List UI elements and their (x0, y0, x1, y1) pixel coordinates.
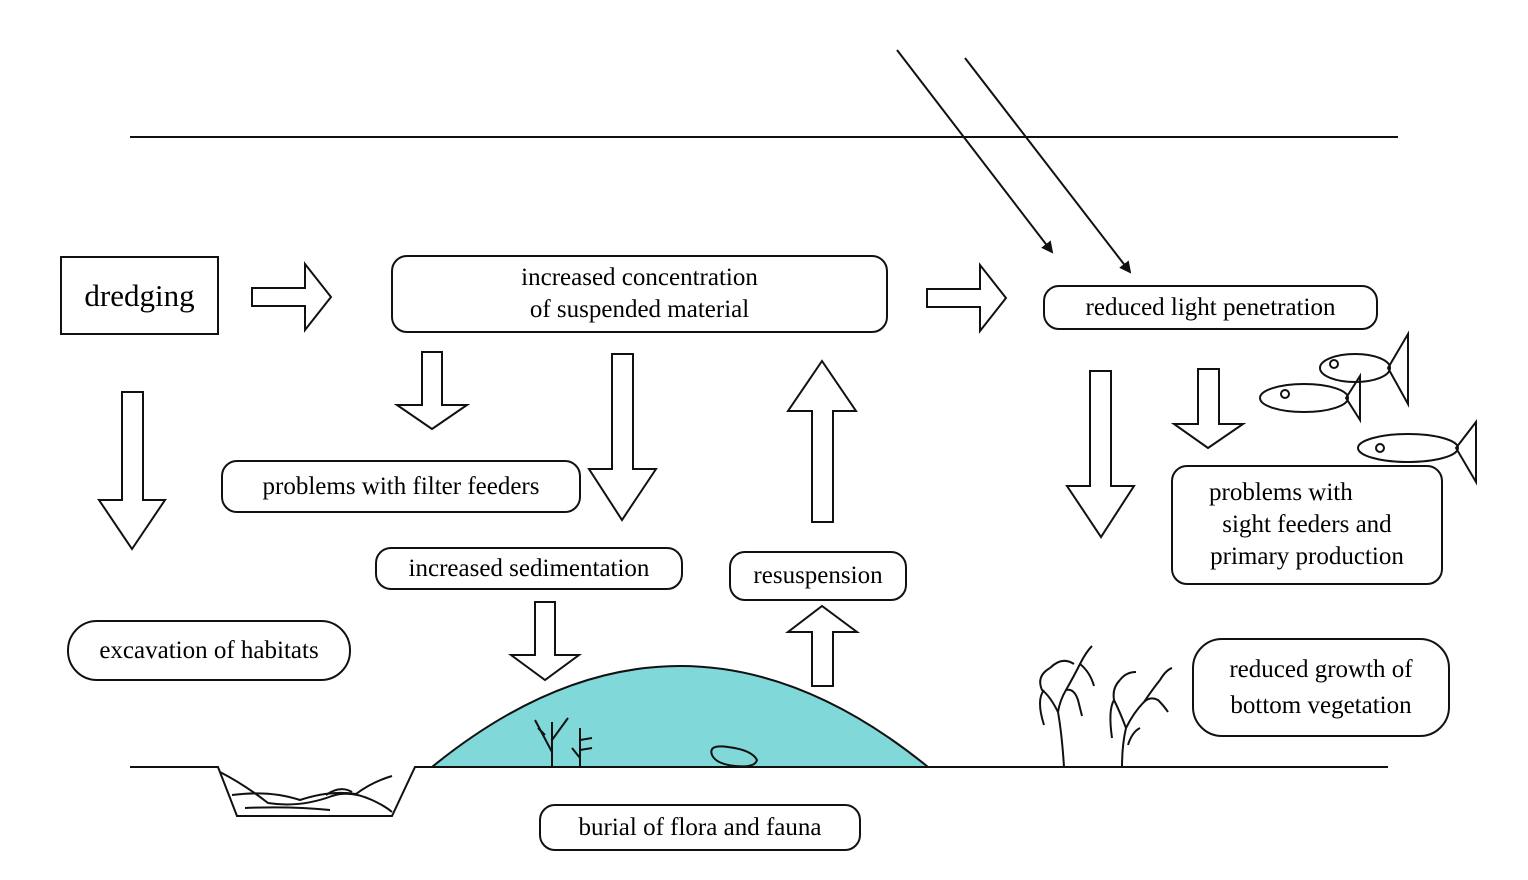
dredging-label: dredging (84, 277, 195, 313)
excavation-label: excavation of habitats (99, 636, 319, 664)
suspended-material-line1: increased concentration (521, 264, 758, 291)
burial-label: burial of flora and fauna (578, 813, 822, 841)
sight-feeders-line2: sight feeders and (1222, 511, 1392, 538)
block-arrow-down (1170, 368, 1247, 450)
reduced-light-box: reduced light penetration (1043, 285, 1378, 330)
sun-ray-arrow (964, 57, 1132, 274)
dead-plant-icon (1039, 645, 1095, 768)
sedimentation-box: increased sedimentation (375, 547, 683, 590)
block-arrow-right (251, 261, 333, 333)
block-arrow-up (785, 604, 861, 687)
block-arrow-right (926, 262, 1008, 334)
block-arrow-down (587, 353, 658, 522)
excavation-box: excavation of habitats (67, 620, 351, 681)
suspended-material-box: increased concentration of suspended mat… (391, 255, 888, 333)
rock-icon (710, 745, 759, 768)
block-arrow-down (393, 351, 471, 431)
resuspension-box: resuspension (729, 551, 907, 601)
resuspension-label: resuspension (753, 562, 883, 589)
vegetation-line1: reduced growth of (1229, 655, 1413, 683)
suspended-material-line2: of suspended material (529, 296, 750, 323)
sight-feeders-line1: problems with (1209, 479, 1353, 506)
fish-icon (1319, 330, 1409, 408)
sediment-mound (429, 665, 931, 768)
vegetation-box: reduced growth of bottom vegetation (1192, 638, 1450, 737)
block-arrow-down (507, 601, 583, 682)
dead-plant-icon (1109, 667, 1173, 768)
sight-feeders-box: problems with sight feeders and primary … (1171, 465, 1443, 585)
fish-icon (1357, 419, 1477, 486)
block-arrow-up (786, 359, 858, 523)
sight-feeders-line3: primary production (1210, 543, 1404, 570)
filter-feeders-box: problems with filter feeders (221, 460, 581, 513)
burial-box: burial of flora and fauna (539, 804, 861, 851)
block-arrow-down (97, 391, 167, 551)
excavation-pit (219, 771, 393, 813)
block-arrow-down (1065, 370, 1136, 539)
seagrass-icon (571, 728, 593, 767)
fish-icon (1259, 372, 1361, 424)
sea-bottom-line (130, 766, 1388, 817)
reduced-light-label: reduced light penetration (1085, 293, 1336, 321)
sun-ray-arrow (896, 49, 1054, 254)
sedimentation-label: increased sedimentation (408, 554, 650, 582)
seagrass-icon (534, 717, 569, 767)
filter-feeders-label: problems with filter feeders (262, 472, 540, 500)
dredging-box: dredging (60, 256, 219, 335)
vegetation-line2: bottom vegetation (1230, 691, 1412, 719)
